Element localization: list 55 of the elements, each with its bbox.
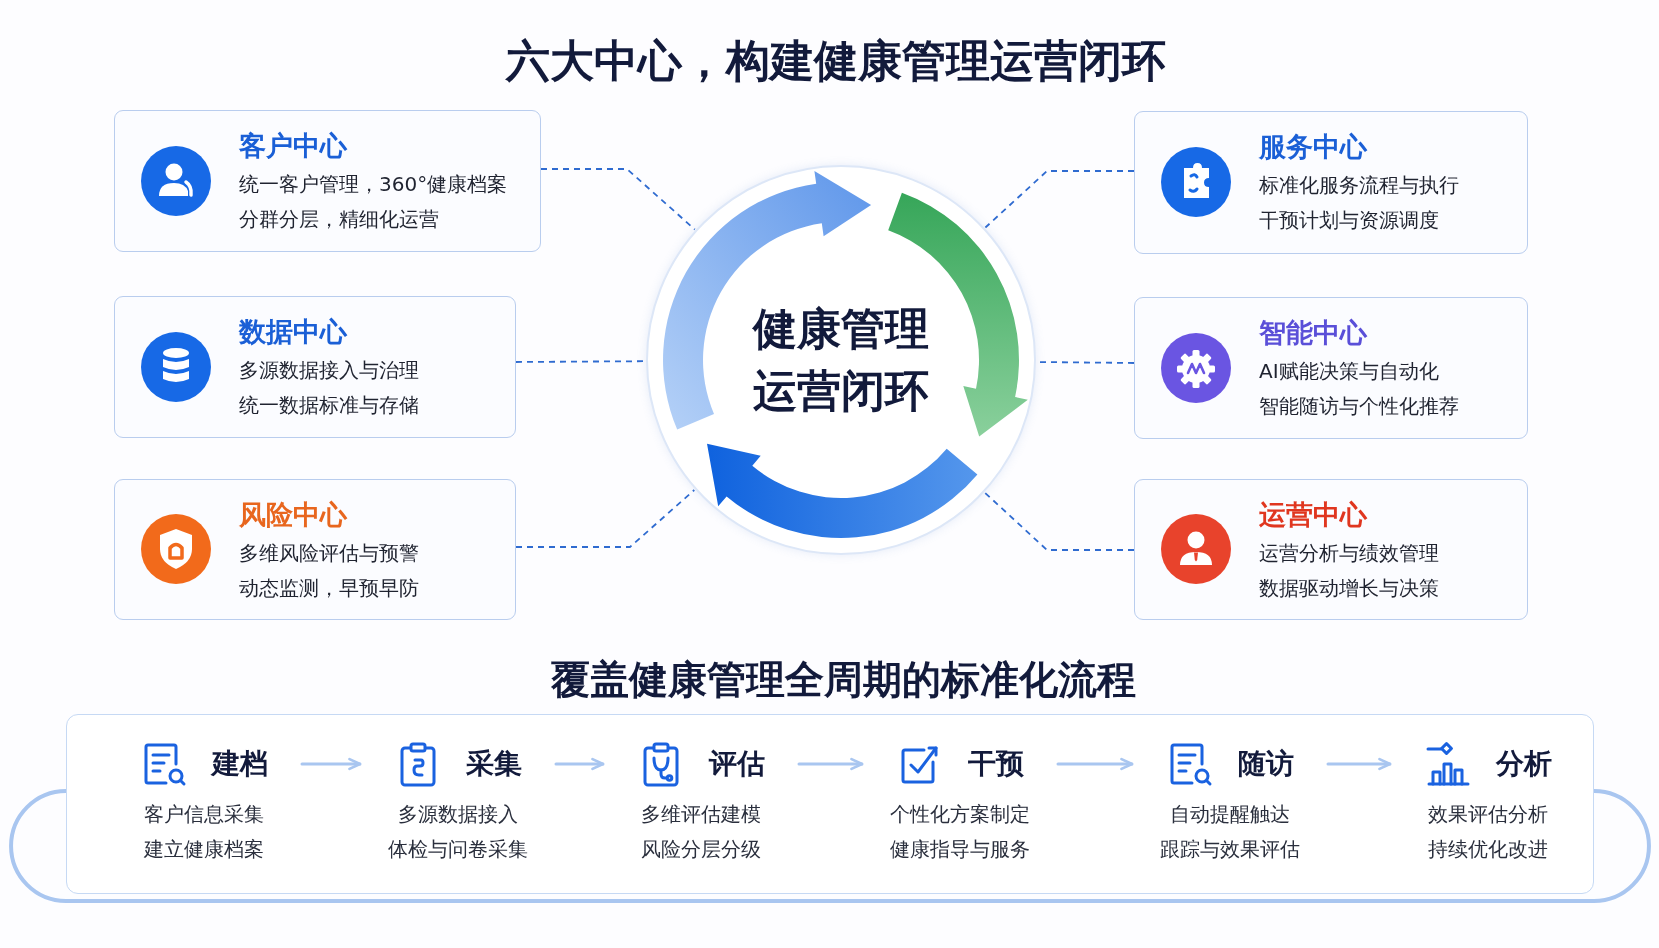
arrow — [1056, 757, 1134, 771]
section-heading: 覆盖健康管理全周期的标准化流程 — [550, 656, 1136, 704]
step-text: 多源数据接入 — [398, 801, 518, 828]
center-card — [114, 479, 516, 620]
center-card — [114, 296, 516, 438]
card-title: 风险中心 — [239, 498, 347, 532]
card-title: 数据中心 — [239, 315, 347, 349]
step-title: 采集 — [466, 746, 522, 782]
step-title: 分析 — [1496, 746, 1552, 782]
step-text: 健康指导与服务 — [890, 836, 1030, 863]
card-text: 统一客户管理，360°健康档案 — [239, 171, 508, 198]
center-card — [1134, 479, 1528, 620]
card-title: 客户中心 — [239, 129, 347, 163]
arrow — [797, 757, 864, 771]
dashed-line — [515, 489, 696, 548]
step-text: 效果评估分析 — [1428, 801, 1548, 828]
step-text: 建立健康档案 — [144, 836, 264, 863]
card-text: 智能随访与个性化推荐 — [1259, 393, 1459, 420]
dashed-line — [515, 360, 646, 363]
step-text: 个性化方案制定 — [890, 801, 1030, 828]
card-text: 运营分析与绩效管理 — [1259, 540, 1439, 567]
step-text: 多维评估建模 — [641, 801, 761, 828]
card-title: 服务中心 — [1259, 130, 1367, 164]
title: 六大中心，构建健康管理运营闭环 — [506, 34, 1166, 88]
dashed-line — [540, 168, 696, 231]
card-text: 数据驱动增长与决策 — [1259, 575, 1439, 602]
card-text: 干预计划与资源调度 — [1259, 207, 1439, 234]
dashed-line — [984, 170, 1135, 229]
step-text: 跟踪与效果评估 — [1160, 836, 1300, 863]
step-text: 自动提醒触达 — [1170, 801, 1290, 828]
hub-title: 健康管理运营闭环 — [751, 302, 930, 418]
card-text: 分群分层，精细化运营 — [239, 206, 439, 233]
card-text: 标准化服务流程与执行 — [1259, 172, 1459, 199]
arrow — [554, 757, 605, 771]
center-card — [114, 110, 541, 252]
step-text: 持续优化改进 — [1428, 836, 1548, 863]
step-title: 干预 — [968, 746, 1024, 782]
center-card — [1134, 111, 1528, 254]
card-text: 统一数据标准与存储 — [239, 392, 419, 419]
step-text: 客户信息采集 — [144, 801, 264, 828]
card-text: 多源数据接入与治理 — [239, 357, 419, 384]
card-title: 智能中心 — [1259, 316, 1367, 350]
step-text: 体检与问卷采集 — [388, 836, 528, 863]
step-title: 建档 — [212, 746, 268, 782]
card-text: 多维风险评估与预警 — [239, 540, 419, 567]
card-text: 动态监测，早预早防 — [239, 575, 419, 602]
card-text: AI赋能决策与自动化 — [1259, 358, 1439, 385]
arrow — [1326, 757, 1392, 771]
step-title: 随访 — [1238, 746, 1294, 782]
center-card — [1134, 297, 1528, 439]
card-title: 运营中心 — [1259, 498, 1367, 532]
arrow — [300, 757, 362, 771]
step-text: 风险分层分级 — [641, 836, 761, 863]
step-title: 评估 — [709, 746, 765, 782]
dashed-line — [984, 492, 1135, 551]
